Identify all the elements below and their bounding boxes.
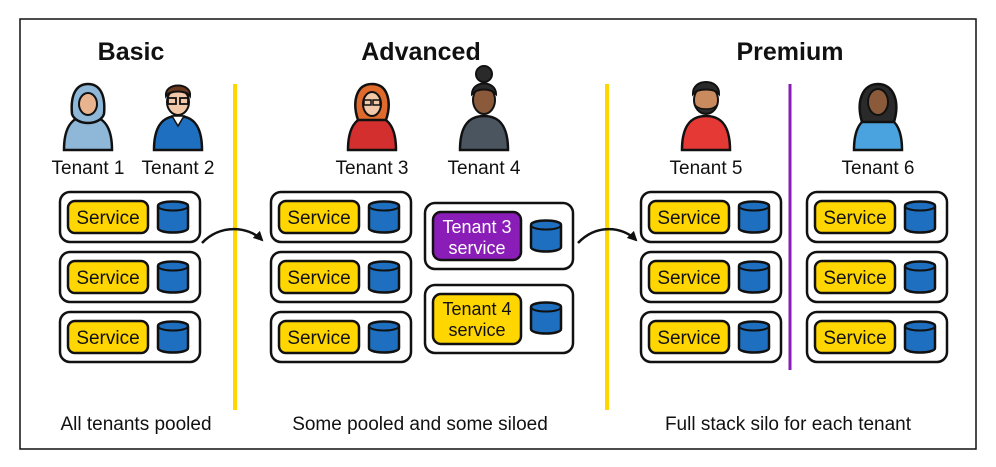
service-pill bbox=[813, 199, 897, 235]
caption-premium: Full stack silo for each tenant bbox=[665, 414, 912, 435]
advanced-service-row-2: Service bbox=[269, 250, 413, 304]
service-pill bbox=[647, 319, 731, 355]
service-pill bbox=[277, 199, 361, 235]
service-pill bbox=[277, 259, 361, 295]
arrow-basic-to-advanced bbox=[201, 227, 264, 244]
tenant-1-avatar-icon bbox=[62, 82, 114, 152]
database-icon bbox=[367, 260, 401, 294]
database-icon bbox=[737, 200, 771, 234]
database-icon bbox=[903, 320, 937, 354]
tenant-4-siloed-service: Tenant 4 service bbox=[423, 283, 575, 355]
tenant-6-service-row-3: Service bbox=[805, 310, 949, 364]
tenant-4-service-line2: service bbox=[448, 320, 505, 340]
tenant-3-service-line2: service bbox=[448, 238, 505, 258]
database-icon bbox=[367, 200, 401, 234]
service-label: Service bbox=[657, 268, 720, 289]
database-icon bbox=[529, 301, 563, 335]
database-icon bbox=[903, 200, 937, 234]
tenant-5-label: Tenant 5 bbox=[670, 158, 743, 179]
tenant-5-service-row-2: Service bbox=[639, 250, 783, 304]
database-icon bbox=[737, 260, 771, 294]
basic-service-row-1: Service bbox=[58, 190, 202, 244]
database-icon bbox=[156, 200, 190, 234]
tenant-4-service-line1: Tenant 4 bbox=[442, 299, 511, 319]
basic-service-row-2: Service bbox=[58, 250, 202, 304]
service-pill bbox=[813, 259, 897, 295]
tenant-2-label: Tenant 2 bbox=[142, 158, 215, 179]
tenant-3-siloed-service: Tenant 3 service bbox=[423, 201, 575, 271]
tenant-3-avatar-icon bbox=[346, 82, 398, 152]
tenant-6-label: Tenant 6 bbox=[842, 158, 915, 179]
service-label: Service bbox=[823, 328, 886, 349]
database-icon bbox=[156, 260, 190, 294]
service-label: Service bbox=[76, 268, 139, 289]
service-pill bbox=[647, 199, 731, 235]
service-pill bbox=[813, 319, 897, 355]
tier-title-basic: Basic bbox=[98, 38, 165, 66]
service-pill bbox=[66, 319, 150, 355]
tenant-4-label: Tenant 4 bbox=[448, 158, 521, 179]
tenant-5-avatar-icon bbox=[680, 81, 732, 152]
service-label: Service bbox=[287, 328, 350, 349]
tenant-6-service-row-1: Service bbox=[805, 190, 949, 244]
advanced-service-row-3: Service bbox=[269, 310, 413, 364]
service-label: Service bbox=[657, 328, 720, 349]
service-label: Service bbox=[823, 268, 886, 289]
tenant-6-service-row-2: Service bbox=[805, 250, 949, 304]
tenant-1-label: Tenant 1 bbox=[52, 158, 125, 179]
service-pill bbox=[277, 319, 361, 355]
diagram-frame bbox=[19, 18, 977, 450]
service-label: Service bbox=[287, 268, 350, 289]
service-label: Service bbox=[287, 208, 350, 229]
service-label: Service bbox=[76, 208, 139, 229]
database-icon bbox=[367, 320, 401, 354]
service-pill bbox=[66, 259, 150, 295]
tier-title-premium: Premium bbox=[737, 38, 844, 66]
tenant-4-avatar-icon bbox=[458, 65, 510, 152]
tenant-5-service-row-1: Service bbox=[639, 190, 783, 244]
basic-service-row-3: Service bbox=[58, 310, 202, 364]
service-pill bbox=[647, 259, 731, 295]
caption-basic: All tenants pooled bbox=[60, 414, 211, 435]
arrow-advanced-to-premium bbox=[577, 227, 638, 244]
tenant-5-service-row-3: Service bbox=[639, 310, 783, 364]
tenant-3-label: Tenant 3 bbox=[336, 158, 409, 179]
tenant-3-service-line1: Tenant 3 bbox=[442, 217, 511, 237]
database-icon bbox=[529, 219, 563, 253]
database-icon bbox=[903, 260, 937, 294]
caption-advanced: Some pooled and some siloed bbox=[292, 414, 548, 435]
service-pill bbox=[66, 199, 150, 235]
service-label: Service bbox=[76, 328, 139, 349]
service-label: Service bbox=[823, 208, 886, 229]
tenant-6-avatar-icon bbox=[852, 82, 904, 152]
database-icon bbox=[737, 320, 771, 354]
database-icon bbox=[156, 320, 190, 354]
advanced-service-row-1: Service bbox=[269, 190, 413, 244]
tier-title-advanced: Advanced bbox=[361, 38, 480, 66]
service-label: Service bbox=[657, 208, 720, 229]
tenant-2-avatar-icon bbox=[152, 84, 204, 152]
